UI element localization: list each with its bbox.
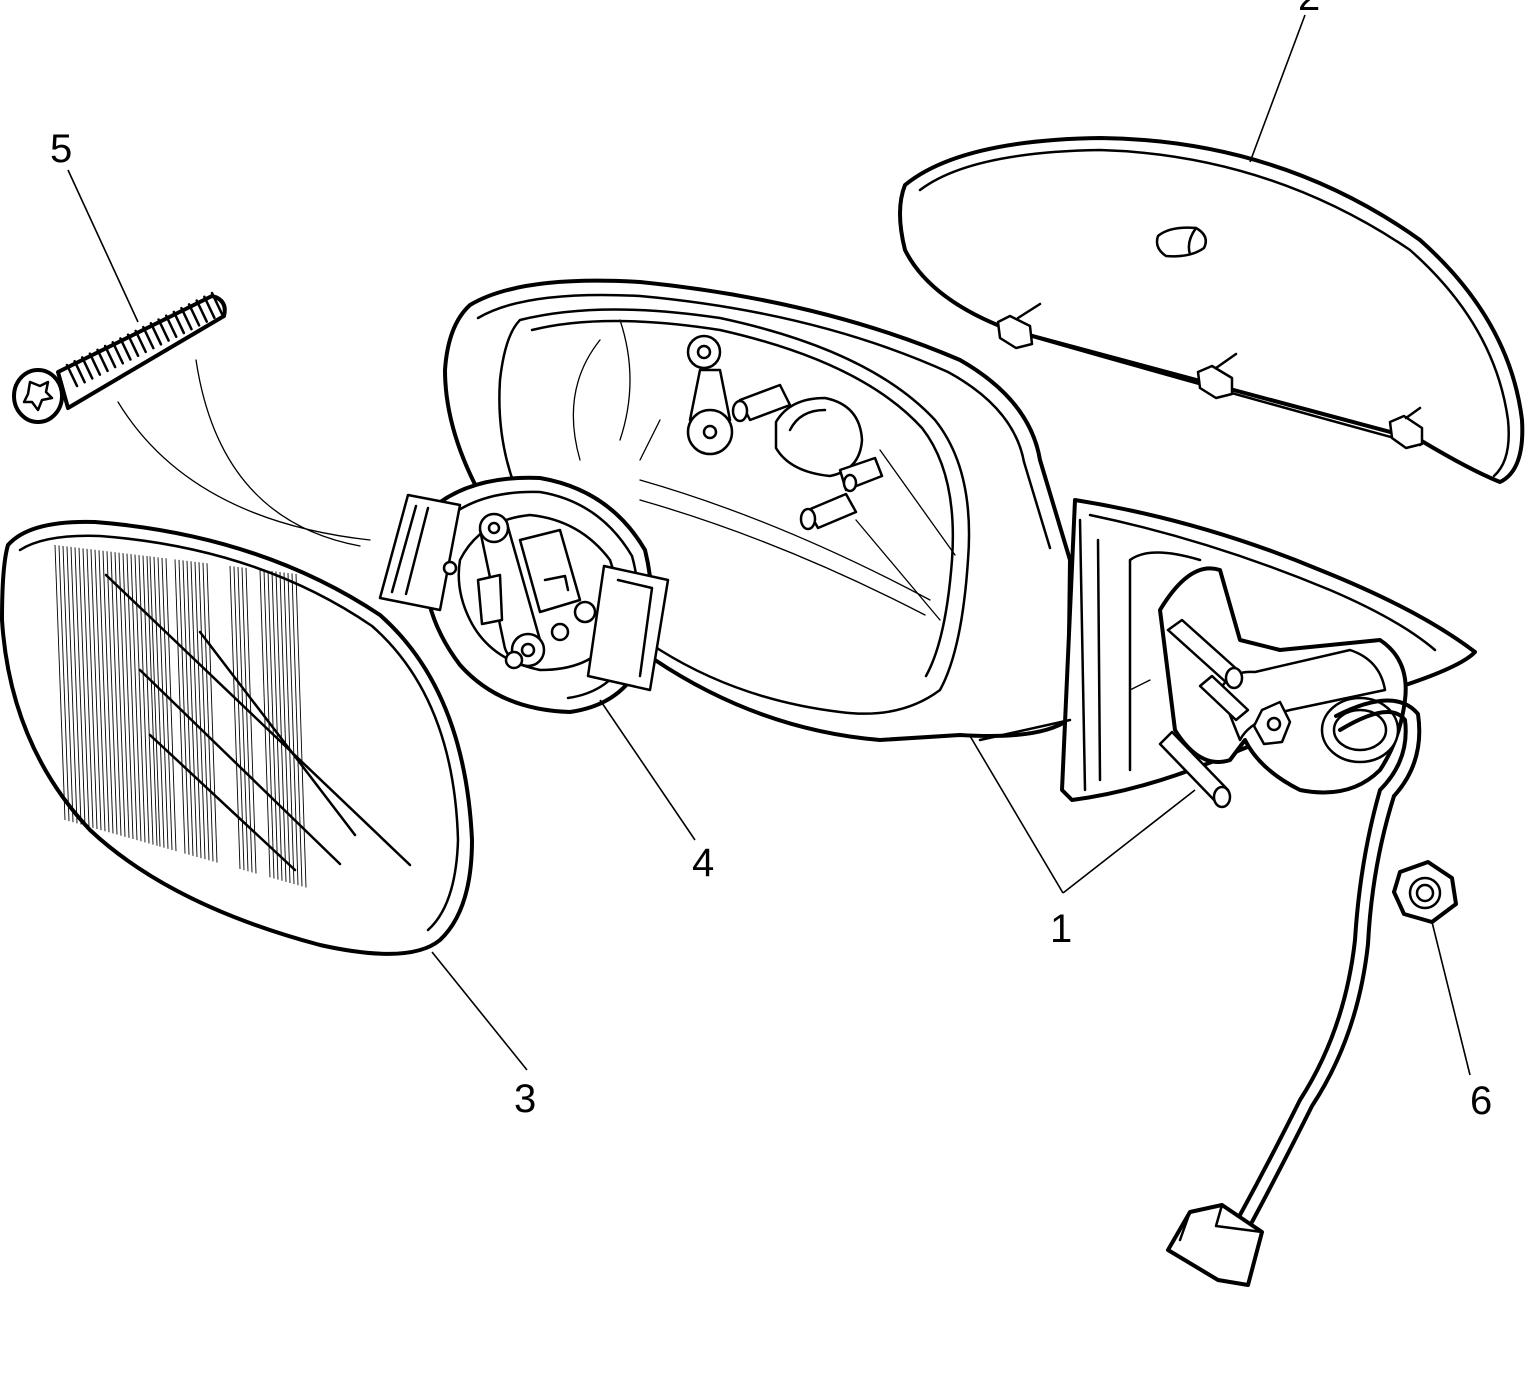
nut-part-6	[1392, 860, 1458, 924]
mirror-housing-part-1	[443, 278, 1477, 1287]
callout-3: 3	[514, 1077, 536, 1121]
cover-cap-part-2	[898, 136, 1525, 484]
leader-lines	[67, 14, 1471, 1076]
screw-part-5	[12, 291, 227, 424]
adjuster-part-4	[378, 475, 670, 714]
callout-labels: 5 2 3 4 1 6	[50, 0, 1492, 1123]
callout-1: 1	[1050, 907, 1072, 951]
mirror-glass-part-3	[0, 519, 474, 956]
callout-2: 2	[1298, 0, 1320, 19]
callout-5: 5	[50, 127, 72, 171]
callout-4: 4	[692, 841, 714, 885]
motion-arcs	[117, 359, 371, 547]
callout-6: 6	[1470, 1079, 1492, 1123]
